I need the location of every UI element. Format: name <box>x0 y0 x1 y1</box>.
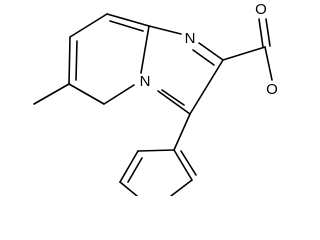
bond-ph-4 <box>119 150 139 183</box>
bond-im-n1-c2-inner <box>192 49 215 66</box>
bond-ph-5 <box>119 181 138 196</box>
bond-co-double-a <box>258 18 264 48</box>
bonds <box>33 13 273 196</box>
bond-ph-3 <box>137 149 175 152</box>
bond-c2-carbonyl <box>222 46 266 61</box>
bond-im-c3-n4-inner <box>161 89 185 106</box>
bond-py-lower-left <box>68 83 105 105</box>
bond-c-o-single <box>264 46 273 81</box>
bond-c3-phenyl <box>173 113 191 151</box>
bond-im-c2-c3 <box>189 59 224 115</box>
bond-py-lower-right <box>103 84 135 105</box>
bond-im-n1-c2 <box>198 42 224 61</box>
atom-n-bridge: N <box>140 73 151 90</box>
bond-im-n1 <box>148 25 182 35</box>
bond-py-top-inner <box>109 20 144 32</box>
atom-o-ester: O <box>266 81 278 98</box>
bond-ph-4-inner <box>127 157 143 183</box>
bond-co-double-b <box>265 18 271 47</box>
bond-ph-1 <box>173 149 193 181</box>
molecule-drawing: N N O O <box>33 1 278 196</box>
bond-py-left <box>68 36 71 85</box>
chemical-structure-canvas: N N O O <box>33 0 278 196</box>
bond-py-left-inner <box>75 40 78 81</box>
bond-ph-2 <box>170 179 193 196</box>
atom-o-carbonyl: O <box>255 1 267 18</box>
atom-labels: N N O O <box>140 1 278 98</box>
bond-py-right <box>140 25 150 74</box>
bond-py-upper-left <box>69 13 108 38</box>
bond-methyl <box>33 83 70 105</box>
atom-n-imidazole: N <box>185 30 196 47</box>
bond-im-c3-n4 <box>157 90 191 115</box>
bond-py-top <box>106 13 150 27</box>
bond-ph-1-inner <box>180 150 197 176</box>
